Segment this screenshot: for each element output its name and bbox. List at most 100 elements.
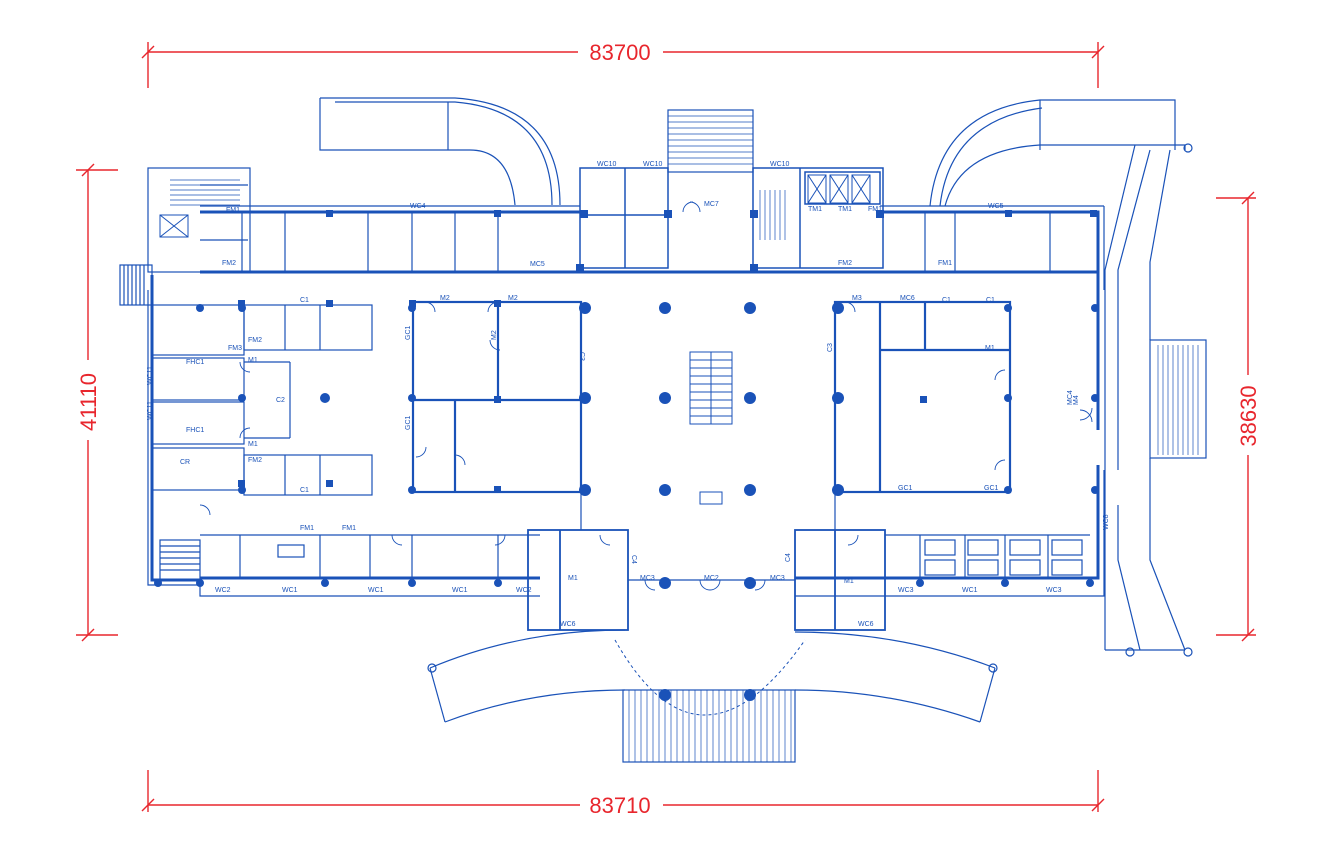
top-entrance-stairs xyxy=(667,109,754,173)
label-m1-d: M1 xyxy=(568,575,578,582)
label-fm2-a: FM2 xyxy=(248,337,262,344)
label-cr: CR xyxy=(180,459,190,466)
dimension-top xyxy=(141,42,1105,88)
label-c4-b: C4 xyxy=(785,553,792,562)
label-fm2-right: FM2 xyxy=(838,260,852,267)
central-stair xyxy=(689,351,733,505)
label-c1-b: C1 xyxy=(300,487,309,494)
label-group-bottom: WC2 WC1 WC1 WC1 WC2 WC6 WC6 WC3 WC3 WC1 … xyxy=(215,260,1110,628)
left-side-stairs xyxy=(119,264,201,581)
top-center-blocks xyxy=(579,167,884,269)
right-stair-hatch xyxy=(1157,345,1199,455)
label-mc3-b: MC3 xyxy=(770,575,785,582)
label-wc2-a: WC2 xyxy=(215,587,231,594)
dimension-bottom xyxy=(141,770,1105,812)
label-gc1-b: GC1 xyxy=(405,416,412,431)
dimension-right xyxy=(1216,191,1256,642)
dimension-bottom-label: 83710 xyxy=(589,793,650,818)
label-m4: M4 xyxy=(1073,395,1080,405)
entrance-arc-dashed xyxy=(614,639,806,716)
bottom-right-rooms xyxy=(885,534,1090,578)
label-c1-d: C1 xyxy=(986,297,995,304)
elevator-boxes xyxy=(159,174,871,238)
label-mc3-a: MC3 xyxy=(640,575,655,582)
dimension-right-label: 38630 xyxy=(1236,385,1261,446)
label-fm2-left: FM2 xyxy=(222,260,236,267)
label-m1-c: M1 xyxy=(985,345,995,352)
label-wc4: WC4 xyxy=(410,203,426,210)
label-fhc1-a: FHC1 xyxy=(186,359,204,366)
outer-walls xyxy=(150,210,1100,582)
dimension-left xyxy=(76,163,118,642)
label-wc1-d: WC1 xyxy=(962,587,978,594)
label-mc7: MC7 xyxy=(704,201,719,208)
left-curved-canopy xyxy=(319,97,561,206)
left-wing-rooms xyxy=(151,304,373,496)
label-wc8: WC8 xyxy=(1103,514,1110,530)
bottom-entrance-stairs xyxy=(622,689,796,763)
label-wc11-a: WC11 xyxy=(147,366,154,385)
label-c1-a: C1 xyxy=(300,297,309,304)
label-wc1-a: WC1 xyxy=(282,587,298,594)
label-mc6: MC6 xyxy=(900,295,915,302)
label-fm3: FM3 xyxy=(228,345,242,352)
label-m3: M3 xyxy=(852,295,862,302)
bottom-stair-hatch xyxy=(628,690,792,762)
label-wc6-a: WC6 xyxy=(560,621,576,628)
bottom-right-curved-canopy xyxy=(794,631,998,723)
label-group-center: M2 M2 M3 MC6 C1 C1 GC1 GC1 GC1 GC1 C3 C3… xyxy=(405,295,1080,492)
dimension-top-label: 83700 xyxy=(589,40,650,65)
label-fm1-a: FM1 xyxy=(300,525,314,532)
square-columns xyxy=(238,210,1097,493)
label-fm1-c: FM1 xyxy=(938,260,952,267)
left-stairwell-hatch xyxy=(170,179,786,240)
structural-columns xyxy=(154,302,1099,701)
label-m2-b: M2 xyxy=(508,295,518,302)
label-wc3-a: WC3 xyxy=(898,587,914,594)
label-c2: C2 xyxy=(276,397,285,404)
label-fhc1-b: FHC1 xyxy=(186,427,204,434)
label-wc10-b: WC10 xyxy=(643,161,663,168)
label-c1-c: C1 xyxy=(942,297,951,304)
label-wc5: WC5 xyxy=(988,203,1004,210)
dimension-left-label: 41110 xyxy=(76,373,101,431)
label-gc1-c: GC1 xyxy=(898,485,913,492)
label-c3-a: C3 xyxy=(578,352,585,361)
label-fm1-left: FM1 xyxy=(226,207,240,214)
label-fm2-b: FM2 xyxy=(248,457,262,464)
label-wc10-a: WC10 xyxy=(597,161,617,168)
label-mc2: MC2 xyxy=(704,575,719,582)
label-m1-a: M1 xyxy=(248,357,258,364)
label-fm1-right: FM1 xyxy=(868,206,882,213)
label-m1-e: M1 xyxy=(844,578,854,585)
label-wc6-b: WC6 xyxy=(858,621,874,628)
label-mc4: MC4 xyxy=(1067,390,1074,405)
label-c4-a: C4 xyxy=(630,555,637,564)
door-swings xyxy=(199,201,1093,591)
label-wc10-c: WC10 xyxy=(770,161,790,168)
label-m2-c: M2 xyxy=(491,330,498,340)
label-wc3-b: WC3 xyxy=(1046,587,1062,594)
main-wall-thin xyxy=(147,167,1105,597)
label-wc2-b: WC2 xyxy=(516,587,532,594)
label-mc5: MC5 xyxy=(530,261,545,268)
label-gc1-d: GC1 xyxy=(984,485,999,492)
label-tm1-a: TM1 xyxy=(808,206,822,213)
label-group-left: FHC1 FHC1 FM2 FM2 C1 C1 C2 CR WC11 WC11 … xyxy=(147,297,309,494)
label-group-top: WC10 WC10 WC10 WC4 WC5 MC7 FM2 FM2 FM1 F… xyxy=(222,161,1004,267)
label-wc1-b: WC1 xyxy=(368,587,384,594)
label-wc11-b: WC11 xyxy=(147,401,154,420)
label-gc1-a: GC1 xyxy=(405,326,412,341)
right-entrance-ramp xyxy=(1104,143,1207,657)
right-curved-canopy xyxy=(929,99,1186,207)
top-stair-hatch xyxy=(668,115,753,165)
bottom-left-rooms xyxy=(200,534,540,578)
label-m1-b: M1 xyxy=(248,441,258,448)
label-c3-b: C3 xyxy=(827,343,834,352)
lobby-outline xyxy=(580,302,836,581)
label-fm1-b: FM1 xyxy=(342,525,356,532)
label-m2-a: M2 xyxy=(440,295,450,302)
bottom-left-curved-canopy xyxy=(427,629,626,723)
label-wc1-c: WC1 xyxy=(452,587,468,594)
